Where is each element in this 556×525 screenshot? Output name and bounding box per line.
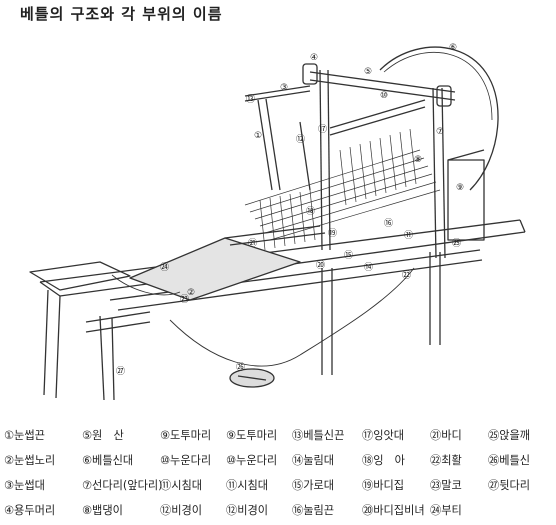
legend-item: ⑩누운다리 [226, 454, 278, 467]
callout-12: ⑫ [296, 134, 305, 145]
callout-8: ⑧ [414, 155, 422, 165]
callout-27: ㉗ [116, 366, 125, 377]
legend-item: ⑲바디집 [362, 479, 405, 492]
legend-item: ⑬베틀신끈 [292, 429, 345, 442]
legend-item: ㉗뒷다리 [488, 479, 531, 492]
legend-item: ⑳바디집비녀 [362, 504, 425, 517]
legend-item: ③눈썹대 [4, 479, 45, 492]
callout-23: ㉓ [180, 294, 189, 305]
legend-item: ㉓말코 [430, 479, 462, 492]
callout-19: ⑲ [328, 228, 337, 239]
legend-item: ⑰잉앗대 [362, 429, 405, 442]
legend-item: ㉔부티 [430, 504, 462, 517]
callout-16: ⑯ [384, 218, 393, 229]
callout-17: ⑰ [318, 124, 327, 135]
legend-item: ⑤원 산 [82, 429, 124, 442]
callout-18: ⑱ [306, 206, 315, 217]
legend-item: ⑭눌림대 [292, 454, 335, 467]
legend-item: ㉕앉을깨 [488, 429, 531, 442]
legend-item: ⑮가로대 [292, 479, 335, 492]
legend-item: ④용두머리 [4, 504, 56, 517]
legend-item: ②눈썹노리 [4, 454, 56, 467]
legend-item: ㉖베틀신 [488, 454, 531, 467]
legend-item: ①눈썹끈 [4, 429, 45, 442]
legend-item: ⑨도투마리 [160, 429, 212, 442]
callout-6: ⑥ [449, 43, 457, 53]
legend-item: ⑥베틀신대 [82, 454, 134, 467]
callout-20: ⑳ [316, 260, 325, 271]
callout-26: ㉖ [236, 362, 245, 373]
legend-item: ⑨도투마리 [226, 429, 278, 442]
callout-1: ① [254, 131, 262, 141]
callout-24: ㉔ [160, 262, 169, 273]
legend-item: ⑯눌림끈 [292, 504, 335, 517]
wheel-outline [379, 46, 499, 191]
callout-21: ㉑ [248, 238, 257, 249]
loom-diagram: ① ② ③ ④ ⑤ ⑥ ⑦ ⑧ ⑨ ⑩ ⑪ ⑫ ⑬ ⑭ ⑮ ⑯ ⑰ ⑱ ⑲ ⑳ … [29, 43, 526, 401]
callout-22: ㉒ [402, 270, 411, 281]
parts-legend: ①눈썹끈 ⑤원 산 ⑨도투마리 ⑨도투마리 ⑬베틀신끈 ⑰잉앗대 ㉑바디 ㉕앉을깨 ②눈썹노리 ⑥… [0, 426, 556, 525]
callout-9: ⑨ [456, 183, 464, 193]
callout-3: ③ [280, 83, 288, 93]
legend-item: ⑫비경이 [226, 504, 269, 517]
callout-15: ⑮ [344, 250, 353, 261]
legend-item: ⑩누운다리 [160, 454, 212, 467]
callout-5: ⑤ [364, 67, 372, 77]
callout-7: ⑦ [436, 127, 444, 137]
legend-item: ⑫비경이 [160, 504, 203, 517]
page-title: 베틀의 구조와 각 부위의 이름 [20, 5, 223, 23]
callout-14: ⑭ [364, 262, 373, 273]
legend-item: ⑪시침대 [160, 479, 203, 492]
legend-item: ㉒최활 [430, 454, 462, 467]
callout-13: ⑬ [246, 94, 255, 105]
legend-item: ⑦선다리(앞다리) [82, 479, 163, 492]
legend-item: ⑪시침대 [226, 479, 269, 492]
callout-10: ⑩ [380, 91, 388, 101]
callout-2: ② [187, 288, 195, 298]
callout-4: ④ [310, 53, 318, 63]
callout-25: ㉕ [452, 238, 461, 249]
legend-item: ㉑바디 [430, 429, 462, 442]
legend-item: ⑱잉 아 [362, 454, 405, 467]
legend-item: ⑧뱁댕이 [82, 504, 123, 517]
callout-11: ⑪ [404, 230, 413, 241]
